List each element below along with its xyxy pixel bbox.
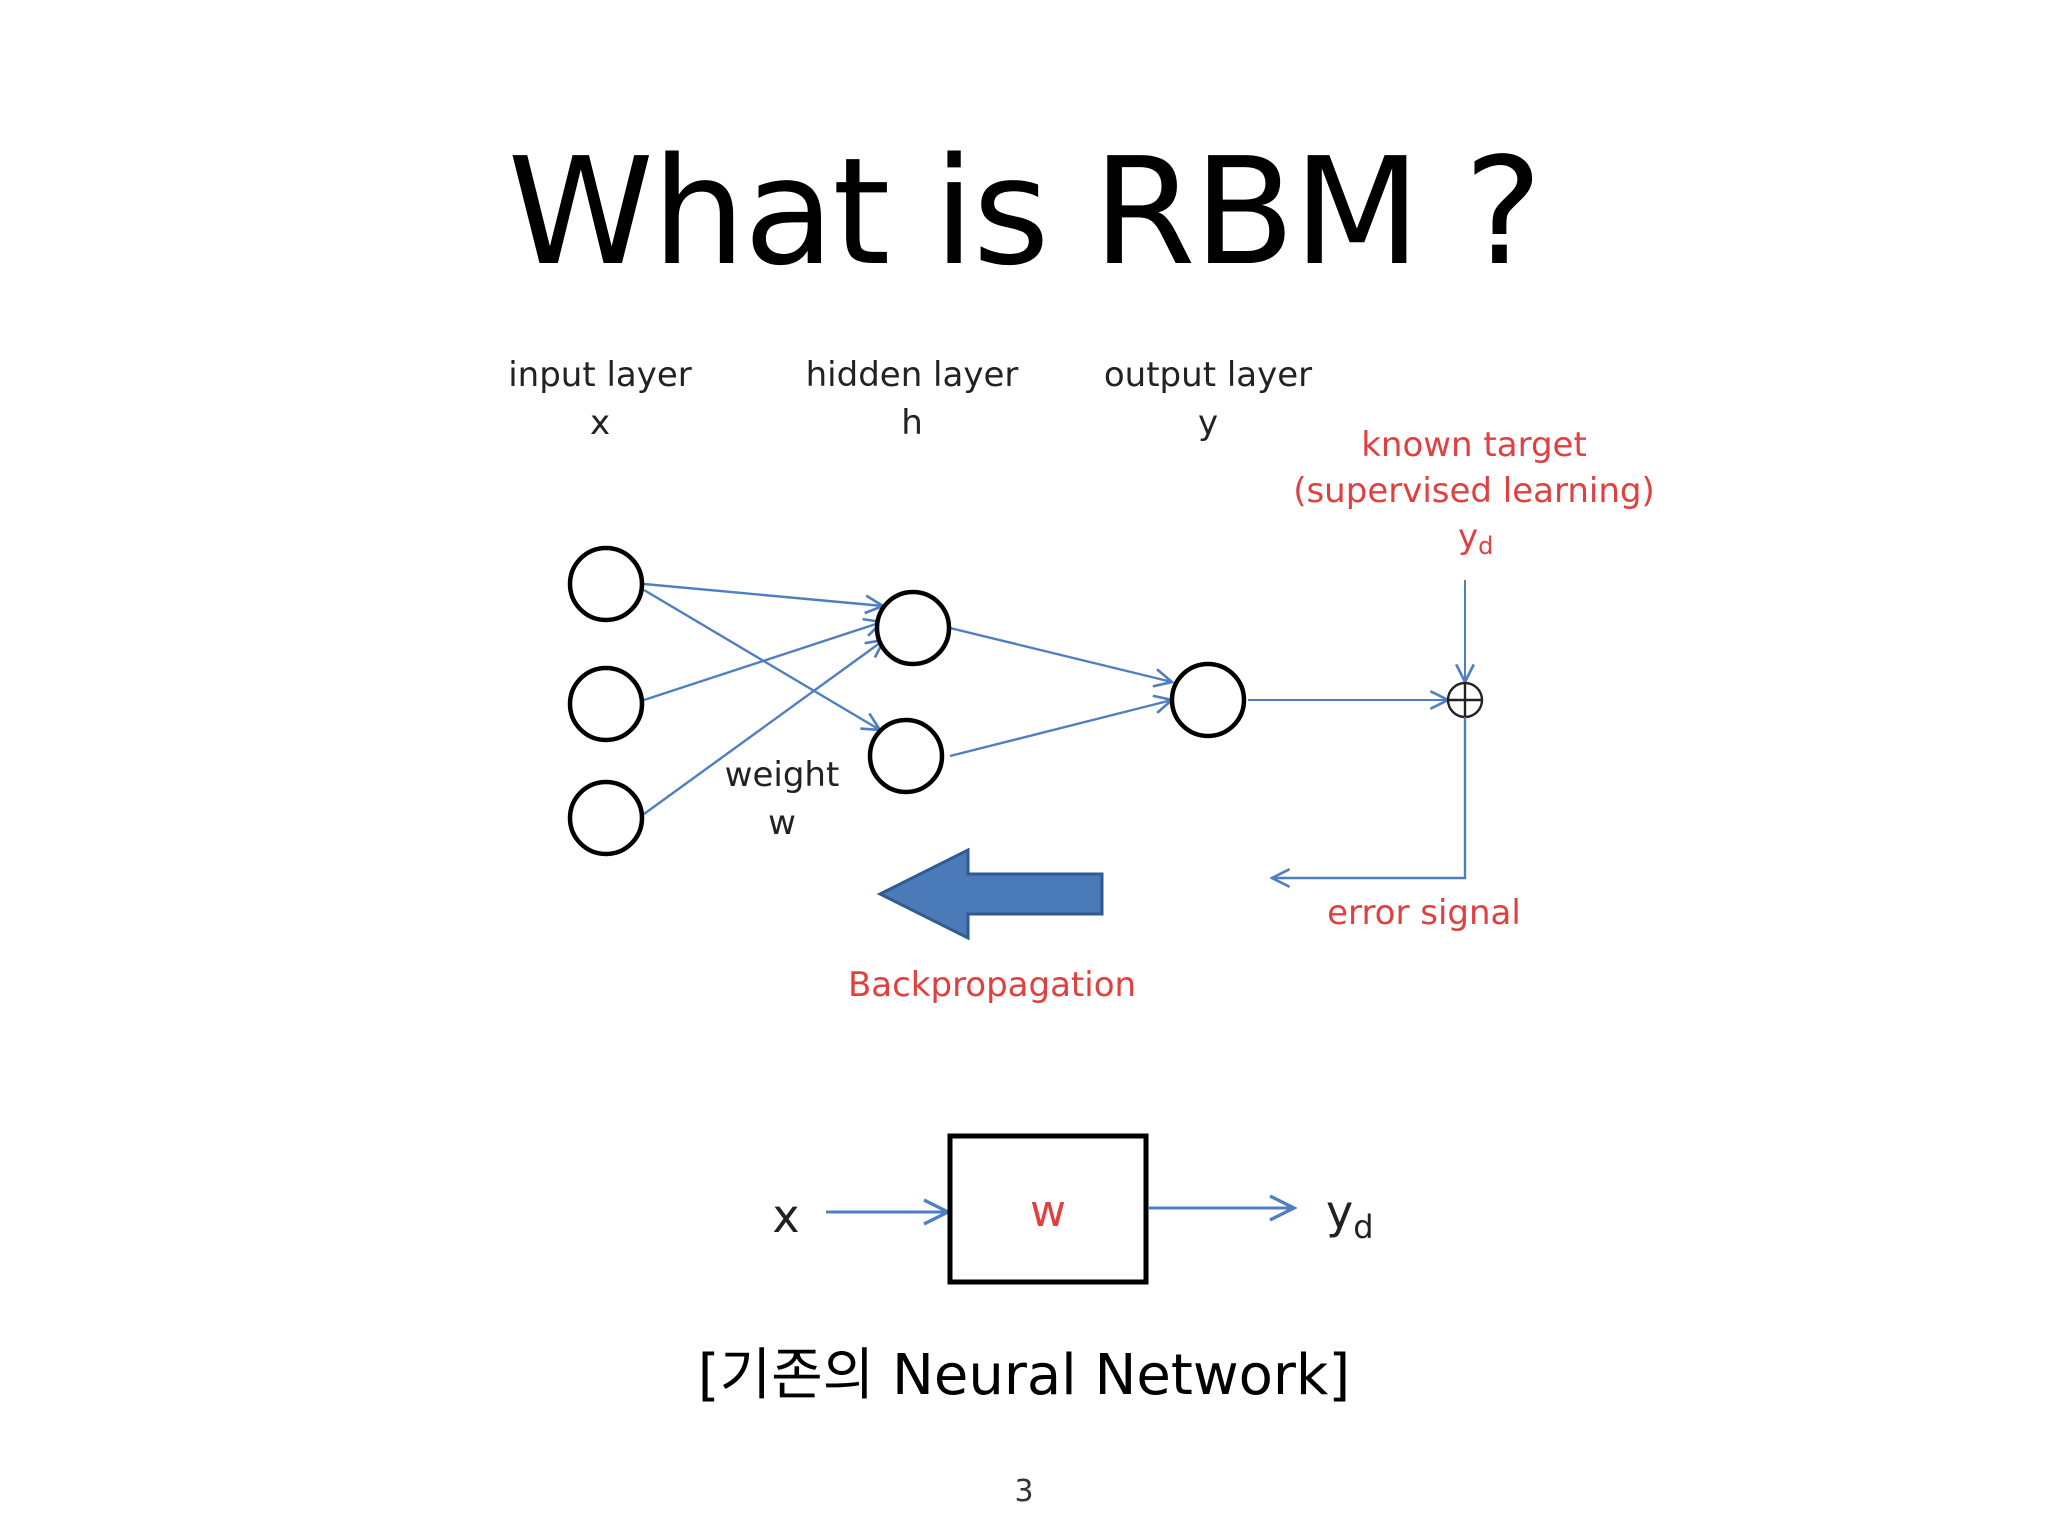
output-nodes (1169, 661, 1247, 739)
figure-caption: [기존의 Neural Network] (697, 1343, 1351, 1408)
hidden-node (867, 717, 945, 795)
input-layer-symbol: x (590, 403, 610, 443)
page-number: 3 (1014, 1474, 1034, 1509)
input-layer-label: input layer (508, 355, 692, 395)
weight-symbol: w (768, 803, 796, 843)
input-nodes (567, 545, 645, 857)
input-node (567, 665, 645, 743)
simple-model-weight: w (1030, 1186, 1066, 1237)
target-symbol: yd (1458, 517, 1493, 560)
simple-model-output-subscript: d (1353, 1208, 1373, 1246)
edge-h2-o1 (949, 700, 1172, 758)
input-to-hidden-connections (643, 582, 884, 815)
hidden-layer-symbol: h (901, 403, 923, 443)
weight-label: weight (725, 755, 840, 795)
hidden-nodes (867, 589, 952, 795)
simple-model-box (947, 1133, 1149, 1285)
simple-model-output: yd (1326, 1185, 1374, 1246)
hidden-layer-label: hidden layer (806, 355, 1019, 395)
hidden-to-output-connections (949, 626, 1172, 758)
slide-title: What is RBM ? (507, 126, 1543, 298)
backpropagation-arrow-icon (876, 847, 1104, 941)
input-node (567, 779, 645, 857)
input-node (567, 545, 645, 623)
hidden-node (874, 589, 952, 667)
target-symbol-y: y (1458, 517, 1478, 557)
target-label-line1: known target (1361, 425, 1587, 465)
edge-h1-o1 (949, 626, 1172, 682)
simple-model-output-y: y (1326, 1185, 1353, 1239)
output-node (1169, 661, 1247, 739)
edge-i3-h1 (643, 640, 884, 815)
error-signal-arrow (1272, 717, 1467, 878)
output-layer-label: output layer (1104, 355, 1312, 395)
target-symbol-subscript: d (1478, 532, 1493, 560)
edge-i1-h2 (643, 588, 880, 730)
error-signal-label: error signal (1327, 893, 1521, 933)
output-layer-symbol: y (1198, 403, 1218, 443)
target-label-line2: (supervised learning) (1293, 471, 1655, 511)
edge-i2-h1 (643, 622, 882, 702)
simple-model-input: x (772, 1189, 799, 1243)
edge-i1-h1 (643, 582, 883, 606)
backpropagation-label: Backpropagation (848, 965, 1136, 1005)
comparator-icon (1446, 681, 1484, 719)
